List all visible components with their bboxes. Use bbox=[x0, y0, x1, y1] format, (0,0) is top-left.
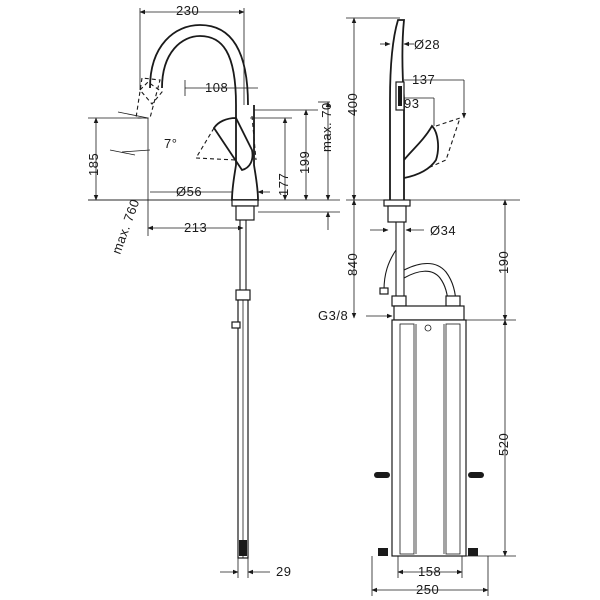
dim-213: 213 bbox=[184, 220, 207, 235]
dim-190: 190 bbox=[496, 251, 511, 274]
dim-max-760: max. 760 bbox=[109, 197, 143, 256]
dim-185: 185 bbox=[86, 153, 101, 176]
dim-29: 29 bbox=[276, 564, 291, 579]
dim-d34: Ø34 bbox=[430, 223, 456, 238]
dim-108: 108 bbox=[205, 80, 228, 95]
dim-g38: G3/8 bbox=[318, 308, 348, 323]
dim-max-70: max. 70 bbox=[319, 102, 334, 152]
front-handle bbox=[403, 124, 439, 179]
dim-230: 230 bbox=[176, 3, 199, 18]
spray-head bbox=[135, 77, 161, 119]
dim-520: 520 bbox=[496, 433, 511, 456]
dim-93: 93 bbox=[404, 96, 419, 111]
dim-158: 158 bbox=[418, 564, 441, 579]
dim-250: 250 bbox=[416, 582, 439, 597]
front-view: Ø28 137 93 400 840 Ø34 190 G3/8 520 bbox=[318, 17, 520, 597]
front-spout bbox=[389, 19, 405, 200]
front-hose-curve bbox=[403, 262, 457, 307]
dim-7deg: 7° bbox=[164, 136, 177, 151]
dim-400: 400 bbox=[345, 93, 360, 116]
spout-arc bbox=[149, 24, 249, 106]
side-view: 230 108 185 max. 760 7° 177 199 max. 70 bbox=[86, 3, 340, 579]
dim-d28: Ø28 bbox=[414, 37, 440, 52]
supply-hose bbox=[239, 220, 247, 290]
dim-199: 199 bbox=[297, 151, 312, 174]
lever-handle bbox=[212, 117, 254, 172]
dim-137: 137 bbox=[412, 72, 435, 87]
mounting-block bbox=[393, 305, 465, 321]
dim-840: 840 bbox=[345, 253, 360, 276]
dim-177: 177 bbox=[276, 173, 291, 196]
dim-d56: Ø56 bbox=[176, 184, 202, 199]
